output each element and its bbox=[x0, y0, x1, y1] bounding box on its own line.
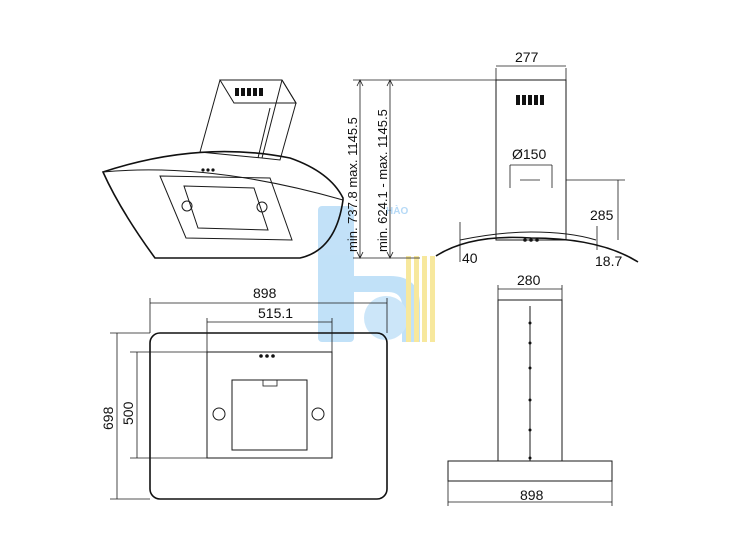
light-left bbox=[181, 200, 193, 212]
watermark-logo: HÀO bbox=[318, 204, 435, 342]
arrow-b-bot bbox=[386, 251, 394, 259]
front-buttons bbox=[259, 354, 275, 358]
side-base bbox=[447, 460, 613, 482]
front-glass-panel bbox=[149, 332, 388, 500]
glass-lip-label: 40 bbox=[462, 250, 478, 266]
watermark-stripes bbox=[406, 256, 435, 342]
glass-thickness-label: 18.7 bbox=[595, 253, 622, 269]
front-filter-grid bbox=[231, 379, 308, 451]
front-elevation-view: 898 515.1 698 500 bbox=[100, 285, 388, 500]
front-height-label: 698 bbox=[100, 406, 116, 430]
chimney-side bbox=[261, 79, 297, 161]
glass-canopy bbox=[101, 150, 344, 259]
side-profile-view: 277 Ø150 285 40 18.7 bbox=[435, 49, 639, 269]
side-base-width-label: 898 bbox=[520, 487, 544, 503]
filter-height-label: 500 bbox=[120, 401, 136, 425]
side-rivets bbox=[528, 321, 532, 460]
top-depth-label: 277 bbox=[515, 49, 539, 65]
profile-vent bbox=[516, 95, 544, 105]
watermark-text: HÀO bbox=[386, 204, 408, 217]
side-chimney-width-label: 280 bbox=[517, 272, 541, 288]
front-filter-frame bbox=[206, 351, 333, 459]
front-light-left bbox=[212, 407, 226, 421]
arrow-a-bot bbox=[356, 251, 364, 259]
perspective-view bbox=[101, 79, 344, 259]
height-dimensions: min. 737.8 max. 1145.5 min. 624.1 - max.… bbox=[345, 79, 496, 259]
control-buttons bbox=[201, 168, 215, 172]
chimney-front bbox=[199, 79, 283, 159]
filter-panel bbox=[159, 175, 293, 241]
filter-width-label: 515.1 bbox=[258, 305, 293, 321]
height-range-b-label: min. 624.1 - max. 1145.5 bbox=[375, 109, 390, 252]
watermark-bar-left bbox=[318, 206, 354, 342]
duct-diameter-label: Ø150 bbox=[512, 146, 546, 162]
filter-handle bbox=[262, 379, 278, 387]
arrow-a-top bbox=[356, 79, 364, 87]
filter-grid bbox=[183, 185, 269, 231]
light-right bbox=[256, 201, 268, 213]
arrow-b-top bbox=[386, 79, 394, 87]
front-light-right bbox=[311, 407, 325, 421]
vent-slots bbox=[235, 88, 263, 96]
glass-profile-inner bbox=[459, 231, 597, 241]
glass-edge bbox=[102, 169, 344, 201]
watermark-circle bbox=[364, 296, 408, 340]
side-elevation-view: 280 898 bbox=[447, 272, 613, 506]
height-range-a-label: min. 737.8 max. 1145.5 bbox=[345, 117, 360, 252]
profile-buttons bbox=[523, 238, 539, 242]
front-width-label: 898 bbox=[253, 285, 277, 301]
chimney-edge bbox=[257, 107, 271, 159]
chimney-offset-label: 285 bbox=[590, 207, 614, 223]
